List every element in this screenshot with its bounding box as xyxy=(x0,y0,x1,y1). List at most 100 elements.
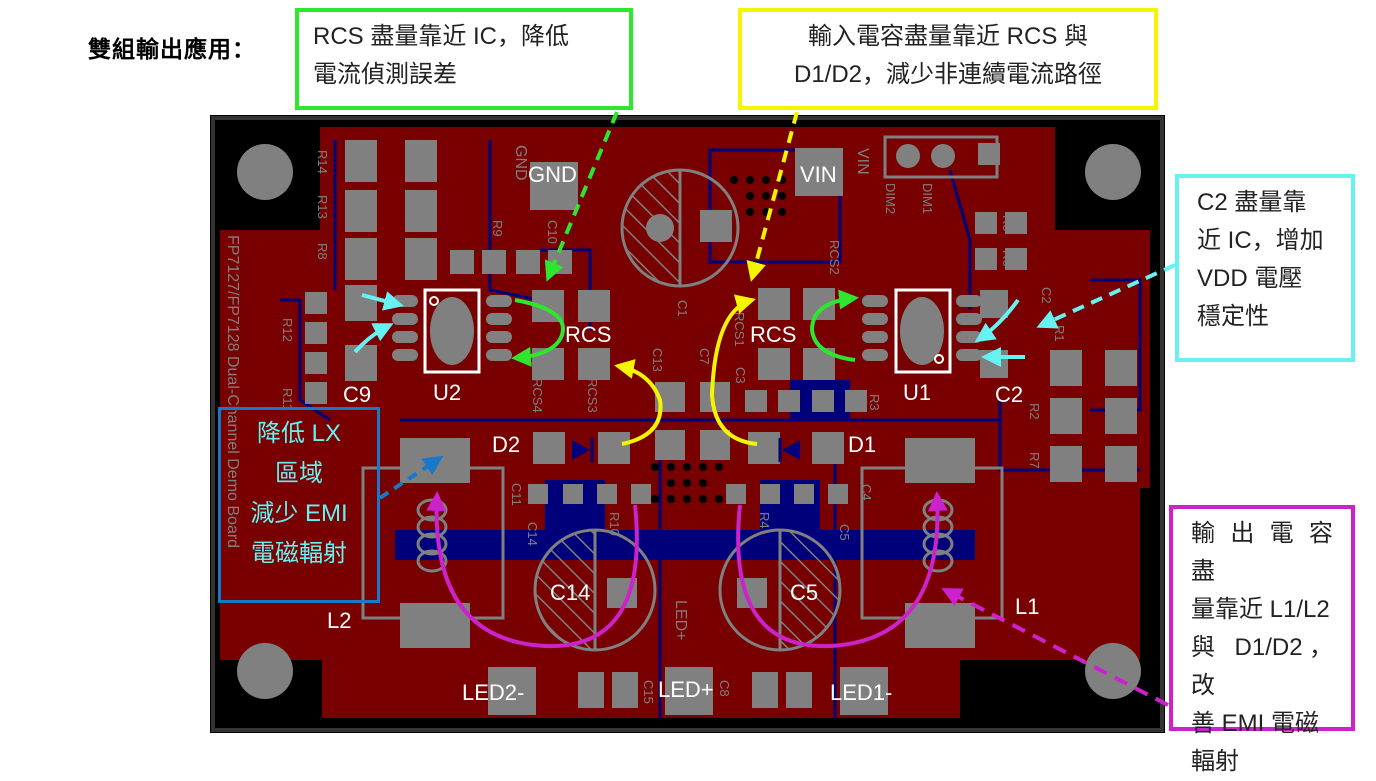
board-silkscreen-title: FP7127/FP7128 Dual-Channel Demo Board xyxy=(224,235,241,548)
label-rcs-left: RCS xyxy=(565,322,611,347)
refdes-r13: R13 xyxy=(315,195,330,219)
note-line: 穩定性 xyxy=(1197,303,1269,330)
note-line: D1/D2，減少非連續電流路徑 xyxy=(793,61,1103,88)
cyan-arrow-c9-2 xyxy=(353,323,394,354)
label-u1: U1 xyxy=(903,380,931,405)
dim1-pin xyxy=(931,144,955,168)
note-rcs-near-ic: RCS 盡量靠近 IC，降低 電流偵測誤差 xyxy=(295,8,633,110)
d1-diode xyxy=(778,438,800,462)
yellow-loop-arrow-d1 xyxy=(709,294,758,446)
note-line: C2 盡量靠 xyxy=(1197,189,1307,216)
refdes-r4: R4 xyxy=(757,512,772,529)
refdes-r9: R9 xyxy=(490,220,505,237)
d2-diode xyxy=(572,438,594,462)
refdes-led-plus: LED+ xyxy=(672,600,689,640)
refdes-c4: C4 xyxy=(859,484,874,501)
mount-hole-tr xyxy=(1085,144,1141,200)
c1-capacitor xyxy=(620,168,740,288)
refdes-dim2: DIM2 xyxy=(883,183,898,214)
yellow-callout-arrow xyxy=(746,111,799,282)
refdes-r6: R6 xyxy=(1000,250,1015,267)
note-line: 善 EMI 電磁 xyxy=(1191,710,1320,737)
note-output-cap: 輸 出 電 容 盡 量靠近 L1/L2 與 D1/D2，改 善 EMI 電磁 輻… xyxy=(1169,505,1355,775)
dim2-pin xyxy=(896,144,920,168)
blue-callout-arrow xyxy=(378,455,444,500)
refdes-c2: C2 xyxy=(1039,287,1054,304)
note-line: 區域 xyxy=(275,460,323,487)
refdes-vin: VIN xyxy=(854,148,871,175)
label-c14: C14 xyxy=(550,580,590,605)
note-line: 電磁輻射 xyxy=(251,540,347,567)
green-loop-arrow-u2 xyxy=(511,298,565,367)
yellow-loop-arrow-d2 xyxy=(614,359,663,446)
green-callout-arrow xyxy=(544,111,619,282)
c5-capacitor xyxy=(718,528,842,652)
label-rcs-right: RCS xyxy=(750,322,796,347)
label-gnd: GND xyxy=(528,162,577,187)
refdes-r1: R1 xyxy=(1052,325,1067,342)
label-d1: D1 xyxy=(848,432,876,457)
label-led2-minus: LED2- xyxy=(462,680,524,705)
note-line: VDD 電壓 xyxy=(1197,265,1303,292)
board-outline xyxy=(211,116,1164,732)
refdes-c5: C5 xyxy=(837,524,852,541)
u1-footprint xyxy=(862,288,982,374)
refdes-r7: R7 xyxy=(1027,452,1042,469)
page-heading: 雙組輸出應用： xyxy=(88,36,256,62)
c14-capacitor xyxy=(533,528,657,652)
note-line: 輸入電容盡量靠近 RCS 與 xyxy=(807,23,1088,50)
label-d2: D2 xyxy=(492,432,520,457)
label-l2: L2 xyxy=(327,608,351,633)
refdes-c15: C15 xyxy=(641,680,656,704)
note-line: 量靠近 L1/L2 xyxy=(1191,596,1330,623)
bottom-copper-strip xyxy=(395,530,975,560)
refdes-r5: R5 xyxy=(1000,215,1015,232)
note-line: 近 IC，增加 xyxy=(1197,227,1324,254)
green-loop-arrow-u1 xyxy=(809,289,859,362)
refdes-r14: R14 xyxy=(315,150,330,174)
refdes-r8: R8 xyxy=(315,243,330,260)
refdes-gnd: GND xyxy=(512,145,529,181)
refdes-r10: R10 xyxy=(607,512,622,536)
note-reduce-lx-area: 降低 LX 區域 減少 EMI 電磁輻射 xyxy=(218,407,380,603)
refdes-r12: R12 xyxy=(280,318,295,342)
pcb-layout-diagram: FP7127/FP7128 Dual-Channel Demo Board R1… xyxy=(210,111,1176,733)
refdes-c10: C10 xyxy=(545,220,560,244)
cyan-arrow-c2-1 xyxy=(974,298,1020,343)
refdes-rcs2: RCS2 xyxy=(827,240,842,275)
note-line: 降低 LX xyxy=(256,420,342,447)
label-led-plus: LED+ xyxy=(658,677,714,702)
refdes-r2: R2 xyxy=(1027,403,1042,420)
refdes-r11: R11 xyxy=(280,388,295,411)
label-vin: VIN xyxy=(800,162,837,187)
refdes-c1: C1 xyxy=(675,300,690,317)
note-c2-vdd: C2 盡量靠 近 IC，增加 VDD 電壓 穩定性 xyxy=(1175,174,1355,362)
mount-hole-br xyxy=(1085,643,1141,699)
refdes-c13: C13 xyxy=(650,348,665,372)
refdes-c8: C8 xyxy=(717,680,732,697)
refdes-rcs3: RCS3 xyxy=(585,378,600,413)
note-line: 減少 EMI xyxy=(250,500,348,527)
label-l1: L1 xyxy=(1015,594,1039,619)
label-u2: U2 xyxy=(433,380,461,405)
note-line: 電流偵測誤差 xyxy=(313,61,457,88)
magenta-loop-arrow-left xyxy=(426,491,639,649)
via-array xyxy=(651,176,786,503)
cyan-arrow-c9-1 xyxy=(361,291,404,311)
label-c2: C2 xyxy=(995,382,1023,407)
magenta-callout-arrow xyxy=(941,588,1169,707)
label-led1-minus: LED1- xyxy=(830,680,892,705)
note-line: RCS 盡量靠近 IC，降低 xyxy=(313,23,570,50)
refdes-c3: C3 xyxy=(733,367,748,384)
mount-hole-bl xyxy=(237,643,293,699)
refdes-c11: C11 xyxy=(509,483,524,506)
dim-header-outline xyxy=(883,135,999,179)
refdes-c7: C7 xyxy=(697,348,712,365)
refdes-r3: R3 xyxy=(867,394,882,411)
refdes-rcs1: RCS1 xyxy=(732,312,747,347)
refdes-c14: C14 xyxy=(525,522,540,546)
label-c9: C9 xyxy=(343,382,371,407)
u2-footprint xyxy=(392,288,512,374)
magenta-loop-arrow-right xyxy=(736,491,948,649)
label-c5: C5 xyxy=(790,580,818,605)
